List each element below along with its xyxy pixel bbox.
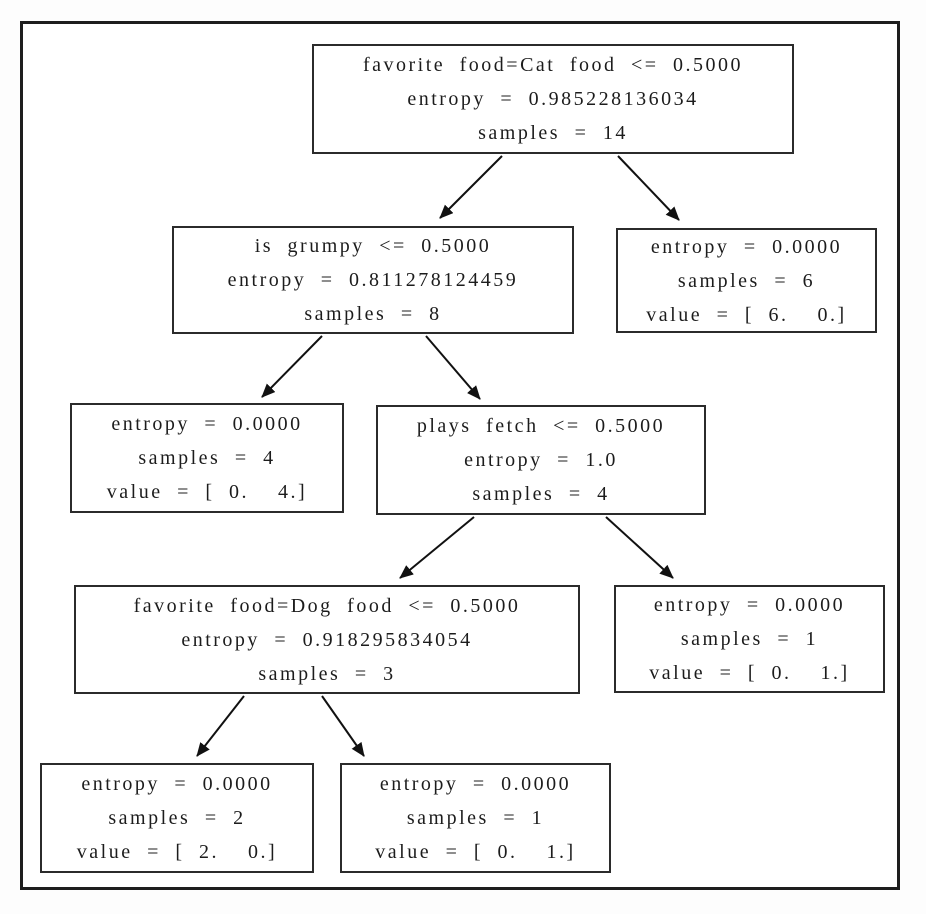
node-samples: samples = 3: [258, 662, 396, 685]
node-samples: samples = 2: [108, 807, 246, 829]
node-entropy: entropy = 0.0000: [379, 773, 572, 795]
node-split-condition: is grumpy <= 0.5000: [254, 235, 492, 257]
tree-node-root: favorite food=Cat food <= 0.5000 entropy…: [312, 44, 794, 154]
node-entropy: entropy = 0.0000: [653, 594, 846, 616]
node-samples: samples = 1: [406, 807, 545, 829]
node-samples: samples = 6: [677, 269, 816, 292]
tree-leaf-2-0: entropy = 0.0000 samples = 2 value = [ 2…: [40, 763, 314, 873]
node-entropy: entropy = 0.918295834054: [181, 628, 473, 651]
node-value: value = [ 6. 0.]: [646, 303, 847, 326]
tree-leaf-6-0: entropy = 0.0000 samples = 6 value = [ 6…: [616, 228, 877, 333]
node-value: value = [ 0. 1.]: [375, 841, 576, 863]
tree-node-is-grumpy: is grumpy <= 0.5000 entropy = 0.81127812…: [172, 226, 574, 334]
node-split-condition: plays fetch <= 0.5000: [416, 415, 666, 437]
tree-node-dog-food: favorite food=Dog food <= 0.5000 entropy…: [74, 585, 580, 694]
tree-leaf-0-4: entropy = 0.0000 samples = 4 value = [ 0…: [70, 403, 344, 513]
node-samples: samples = 4: [138, 447, 276, 469]
node-value: value = [ 0. 4.]: [106, 481, 308, 503]
node-entropy: entropy = 1.0: [464, 449, 618, 471]
node-value: value = [ 2. 0.]: [76, 841, 278, 863]
node-entropy: entropy = 0.985228136034: [407, 88, 699, 110]
node-samples: samples = 4: [472, 483, 610, 505]
node-entropy: entropy = 0.0000: [81, 773, 273, 795]
tree-node-plays-fetch: plays fetch <= 0.5000 entropy = 1.0 samp…: [376, 405, 706, 515]
node-entropy: entropy = 0.0000: [111, 413, 303, 435]
tree-leaf-0-1-bottom: entropy = 0.0000 samples = 1 value = [ 0…: [340, 763, 611, 873]
node-split-condition: favorite food=Dog food <= 0.5000: [133, 594, 521, 617]
tree-leaf-0-1-right: entropy = 0.0000 samples = 1 value = [ 0…: [614, 585, 885, 693]
node-value: value = [ 0. 1.]: [649, 662, 850, 684]
node-entropy: entropy = 0.811278124459: [227, 269, 519, 291]
node-entropy: entropy = 0.0000: [650, 235, 843, 258]
node-samples: samples = 14: [478, 122, 628, 144]
node-split-condition: favorite food=Cat food <= 0.5000: [362, 54, 744, 76]
node-samples: samples = 1: [680, 628, 819, 650]
node-samples: samples = 8: [304, 303, 442, 325]
